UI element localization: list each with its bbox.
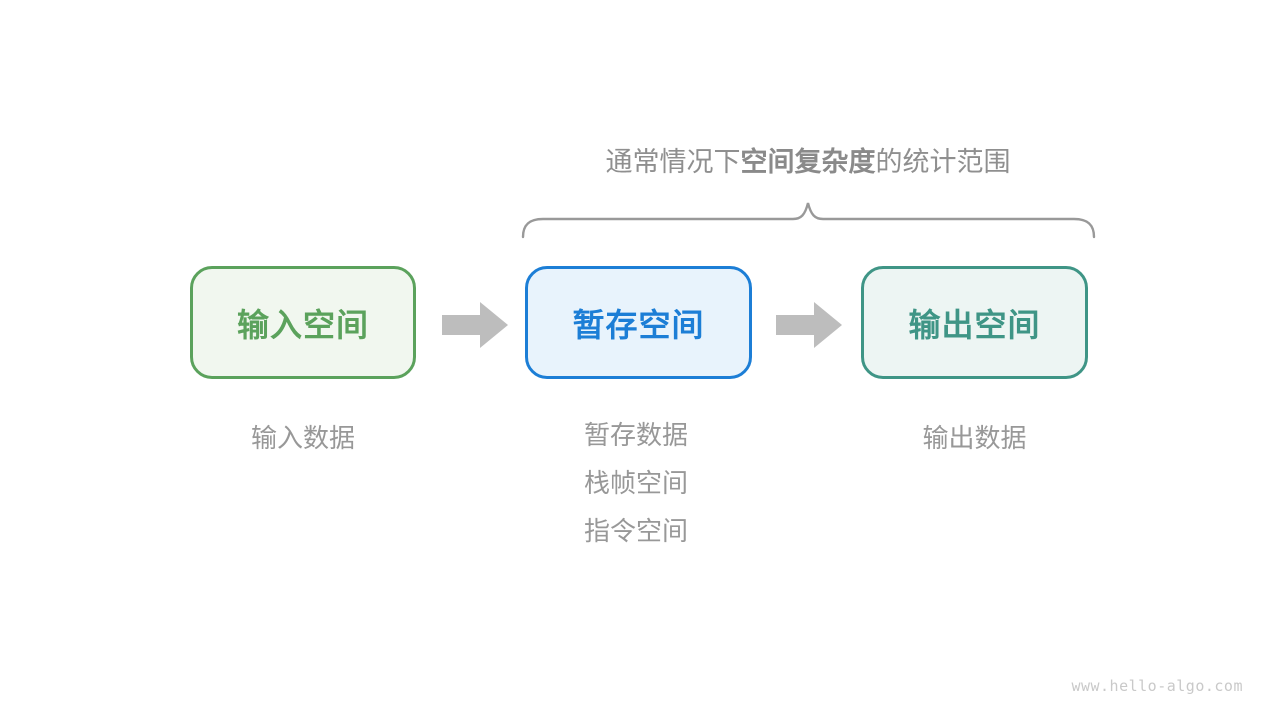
arrow-right-icon (442, 302, 508, 348)
box-temp-space: 暂存空间 (525, 266, 752, 379)
scope-title-bold: 空间复杂度 (740, 147, 876, 178)
box-temp-space-label: 暂存空间 (572, 305, 705, 344)
label-output-data: 输出数据 (922, 424, 1027, 454)
watermark: www.hello-algo.com (1071, 677, 1243, 695)
brace-path (521, 202, 1096, 239)
scope-brace-icon (521, 202, 1096, 239)
scope-title: 通常情况下空间复杂度的统计范围 (606, 147, 1011, 179)
box-input-space-label: 输入空间 (236, 305, 369, 344)
note-instruction: 指令空间 (584, 517, 689, 547)
box-output-space-label: 输出空间 (908, 305, 1041, 344)
note-temp-data: 暂存数据 (584, 421, 689, 451)
scope-title-prefix: 通常情况下 (605, 147, 741, 178)
label-input-data: 输入数据 (250, 424, 355, 454)
arrow-right-icon (776, 302, 842, 348)
box-output-space: 输出空间 (861, 266, 1088, 379)
note-stack-frame: 栈帧空间 (584, 469, 689, 499)
temp-space-notes: 暂存数据 栈帧空间 指令空间 (584, 412, 688, 556)
scope-title-suffix: 的统计范围 (875, 147, 1011, 178)
box-input-space: 输入空间 (190, 266, 416, 379)
